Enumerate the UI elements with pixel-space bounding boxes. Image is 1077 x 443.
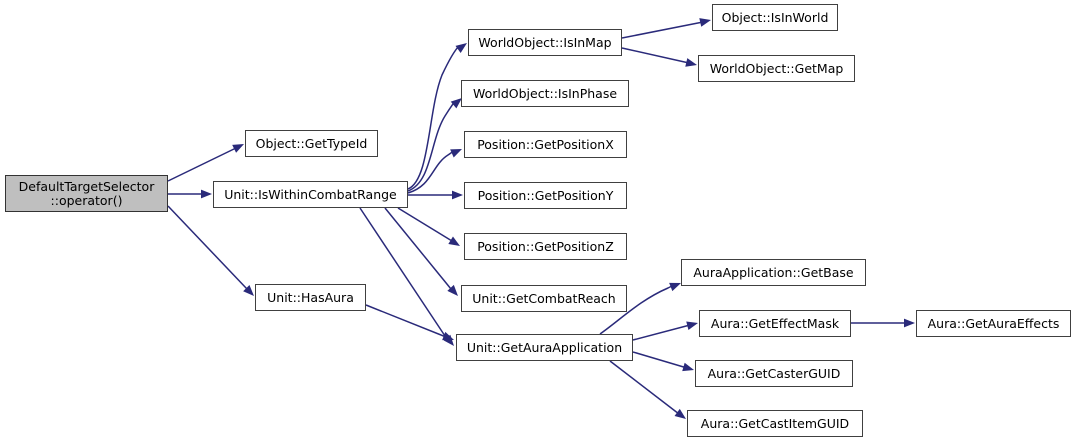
edge-root-to-hasaura (167, 205, 248, 290)
arrowhead-isinmap-to-getmap (685, 58, 697, 67)
graph-node-label: Position::GetPositionY (477, 187, 614, 203)
graph-node-label: WorldObject::IsInPhase (472, 85, 618, 101)
edge-iswithinrange-to-isinmap (407, 45, 460, 190)
arrowhead-getauraapp-to-getcasterguid (682, 362, 694, 372)
graph-node-getpositionx[interactable]: Position::GetPositionX (464, 131, 627, 158)
graph-node-getpositionz[interactable]: Position::GetPositionZ (464, 233, 627, 260)
graph-node-getauraeffects[interactable]: Aura::GetAuraEffects (916, 310, 1071, 337)
graph-node-gettypeid[interactable]: Object::GetTypeId (245, 130, 378, 157)
arrowhead-root-to-hasaura (243, 285, 254, 296)
edge-getauraapp-to-getcastitemguid (609, 360, 680, 415)
arrowhead-iswithinrange-to-getcombatreach (447, 284, 458, 296)
arrowhead-geteffectmask-to-getauraeffects (904, 318, 915, 328)
graph-node-label: Object::GetTypeId (255, 135, 368, 151)
arrowhead-iswithinrange-to-getpositionz (448, 236, 460, 246)
graph-node-label: Position::GetPositionZ (477, 238, 614, 254)
graph-node-hasaura[interactable]: Unit::HasAura (255, 284, 366, 311)
edge-root-to-gettypeid (167, 147, 237, 182)
arrowhead-getauraapp-to-auraappgetbase (669, 282, 681, 292)
graph-node-isinmap[interactable]: WorldObject::IsInMap (468, 29, 622, 56)
arrowhead-root-to-gettypeid (232, 144, 244, 153)
edge-iswithinrange-to-isinphase (407, 100, 456, 192)
graph-node-getcombatreach[interactable]: Unit::GetCombatReach (461, 285, 627, 312)
arrowhead-root-to-iswithinrange (201, 189, 212, 199)
edge-hasaura-to-getauraapp (365, 304, 447, 338)
graph-node-label: Aura::GetAuraEffects (927, 315, 1060, 331)
graph-node-getpositiony[interactable]: Position::GetPositionY (464, 182, 627, 209)
graph-node-label: Position::GetPositionX (477, 136, 614, 152)
graph-node-label: Unit::GetCombatReach (472, 290, 616, 306)
edge-isinmap-to-isinworld (621, 21, 704, 39)
edge-iswithinrange-to-getpositionz (397, 207, 453, 242)
graph-node-getcastitemguid[interactable]: Aura::GetCastItemGUID (687, 410, 863, 437)
graph-node-getcasterguid[interactable]: Aura::GetCasterGUID (695, 360, 853, 387)
arrowhead-iswithinrange-to-getauraapp (443, 334, 454, 346)
graph-node-root[interactable]: DefaultTargetSelector ::operator() (5, 175, 168, 212)
graph-node-label: Unit::HasAura (267, 289, 354, 305)
arrowhead-isinmap-to-isinworld (699, 18, 711, 27)
edge-iswithinrange-to-getcombatreach (384, 207, 452, 290)
edge-iswithinrange-to-getauraapp (359, 207, 448, 340)
arrowhead-iswithinrange-to-getpositionx (450, 149, 462, 158)
edge-getauraapp-to-geteffectmask (632, 324, 691, 341)
graph-node-getmap[interactable]: WorldObject::GetMap (698, 55, 855, 82)
graph-node-auraappgetbase[interactable]: AuraApplication::GetBase (681, 259, 866, 286)
graph-node-label: Unit::GetAuraApplication (466, 339, 623, 355)
arrowhead-getauraapp-to-getcastitemguid (674, 408, 686, 419)
arrowhead-iswithinrange-to-getpositiony (452, 190, 463, 200)
graph-node-label: WorldObject::GetMap (709, 60, 844, 76)
graph-node-label: WorldObject::IsInMap (478, 34, 612, 50)
graph-node-label: DefaultTargetSelector ::operator() (18, 179, 155, 208)
graph-node-label: AuraApplication::GetBase (693, 264, 854, 280)
graph-node-label: Object::IsInWorld (721, 9, 829, 25)
graph-node-geteffectmask[interactable]: Aura::GetEffectMask (699, 310, 851, 337)
arrowhead-getauraapp-to-geteffectmask (686, 321, 698, 330)
graph-node-isinphase[interactable]: WorldObject::IsInPhase (461, 80, 629, 107)
edge-iswithinrange-to-getpositionx (407, 150, 455, 194)
graph-node-label: Unit::IsWithinCombatRange (224, 186, 397, 202)
graph-node-isinworld[interactable]: Object::IsInWorld (712, 4, 838, 31)
graph-node-getauraapp[interactable]: Unit::GetAuraApplication (456, 334, 633, 361)
arrowhead-iswithinrange-to-isinmap (455, 43, 467, 53)
graph-node-label: Aura::GetEffectMask (710, 315, 840, 331)
edge-isinmap-to-getmap (621, 47, 690, 64)
graph-node-label: Aura::GetCastItemGUID (700, 415, 850, 431)
edge-getauraapp-to-getcasterguid (632, 351, 688, 369)
graph-node-label: Aura::GetCasterGUID (707, 365, 841, 381)
graph-node-iswithinrange[interactable]: Unit::IsWithinCombatRange (213, 181, 408, 208)
arrowhead-hasaura-to-getauraapp (442, 331, 454, 341)
